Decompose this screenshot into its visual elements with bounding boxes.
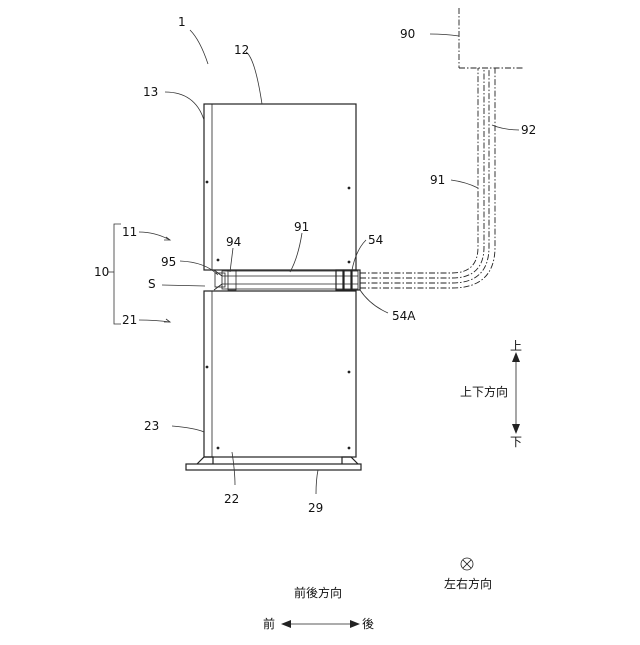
front-back-direction-indicator: 前後方向 前 後 bbox=[263, 585, 374, 631]
label-91-center: 91 bbox=[294, 220, 309, 234]
label-90: 90 bbox=[400, 27, 415, 41]
label-29: 29 bbox=[308, 501, 323, 515]
label-94: 94 bbox=[226, 235, 241, 249]
duct-run bbox=[360, 68, 495, 288]
label-91-riser: 91 bbox=[430, 173, 445, 187]
lateral-direction-indicator: 左右方向 bbox=[444, 558, 492, 591]
label-21: 21 bbox=[122, 313, 137, 327]
label-95: 95 bbox=[161, 255, 176, 269]
label-54a: 54A bbox=[392, 309, 416, 323]
ceiling bbox=[459, 8, 524, 68]
label-12: 12 bbox=[234, 43, 249, 57]
label-1: 1 bbox=[178, 15, 186, 29]
label-13: 13 bbox=[143, 85, 158, 99]
label-92: 92 bbox=[521, 123, 536, 137]
label-s: S bbox=[148, 277, 156, 291]
vertical-direction-indicator: 上 上下方向 下 bbox=[460, 339, 522, 449]
label-23: 23 bbox=[144, 419, 159, 433]
up-label: 上 bbox=[510, 339, 522, 353]
gap-connection bbox=[214, 270, 360, 290]
label-54: 54 bbox=[368, 233, 383, 247]
down-label: 下 bbox=[510, 435, 522, 449]
label-11: 11 bbox=[122, 225, 137, 239]
back-label: 後 bbox=[362, 617, 374, 631]
front-back-title: 前後方向 bbox=[294, 585, 342, 600]
vertical-title: 上下方向 bbox=[460, 384, 508, 399]
label-22: 22 bbox=[224, 492, 239, 506]
left-right-title: 左右方向 bbox=[444, 576, 492, 591]
label-10: 10 bbox=[94, 265, 109, 279]
base-stand bbox=[186, 457, 361, 470]
lower-cabinet bbox=[204, 291, 356, 457]
reference-labels: 1 12 13 11 10 95 S 94 91 54 54A 21 23 22… bbox=[94, 15, 536, 515]
front-label: 前 bbox=[263, 616, 275, 631]
